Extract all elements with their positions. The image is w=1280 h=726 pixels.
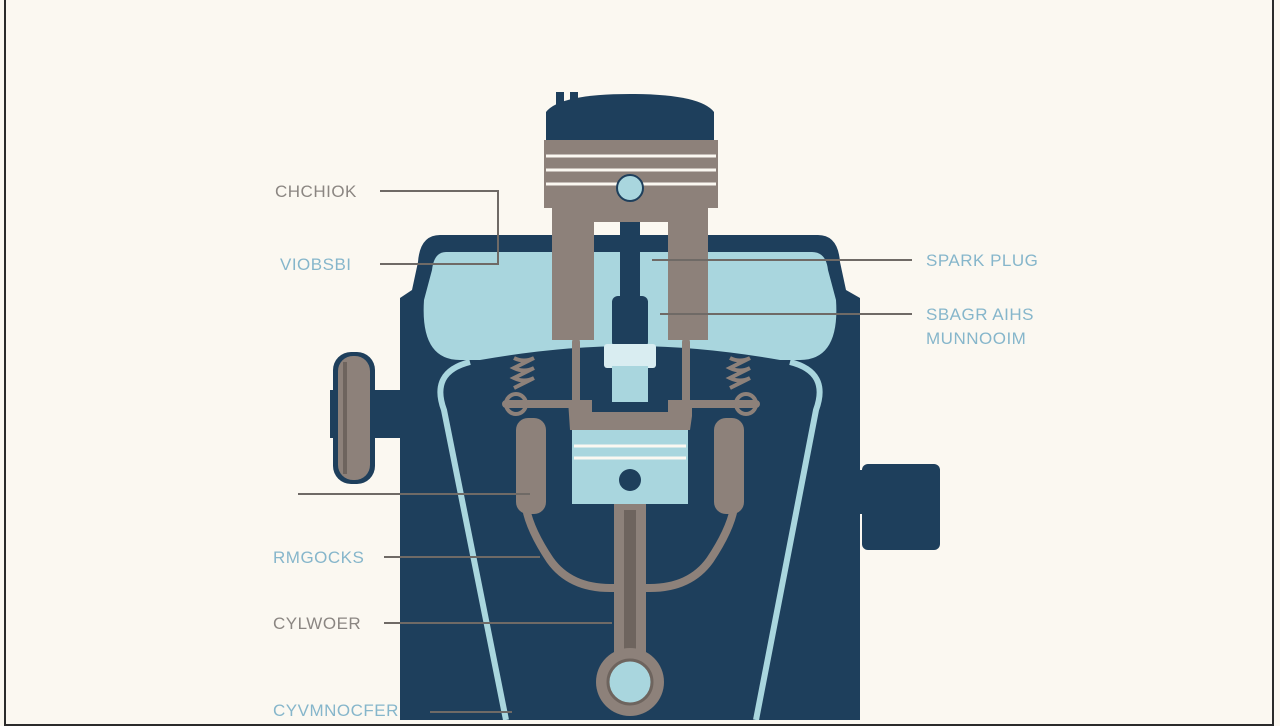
label-viobsbi: VIOBSBI — [280, 255, 352, 274]
right-lifter — [714, 418, 744, 514]
label-cyvmnocfer: CYVMNOCFER — [273, 701, 399, 720]
label-sbagr-aihs: SBAGR AIHS — [926, 305, 1034, 324]
label-munnooim: MUNNOOIM — [926, 329, 1027, 348]
label-spark-plug: SPARK PLUG — [926, 251, 1039, 270]
lower-piston — [568, 344, 692, 504]
connecting-rod — [596, 504, 664, 716]
label-cylwoer: CYLWOER — [273, 614, 362, 633]
cylinder-wall — [437, 359, 823, 720]
leader-lines — [298, 190, 912, 713]
label-chchiok: CHCHIOK — [275, 182, 357, 201]
top-piston — [544, 92, 718, 348]
valve-rods — [502, 338, 760, 412]
valve-springs — [504, 356, 758, 416]
left-lifter — [516, 418, 546, 514]
label-rmgocks: RMGOCKS — [273, 548, 365, 567]
